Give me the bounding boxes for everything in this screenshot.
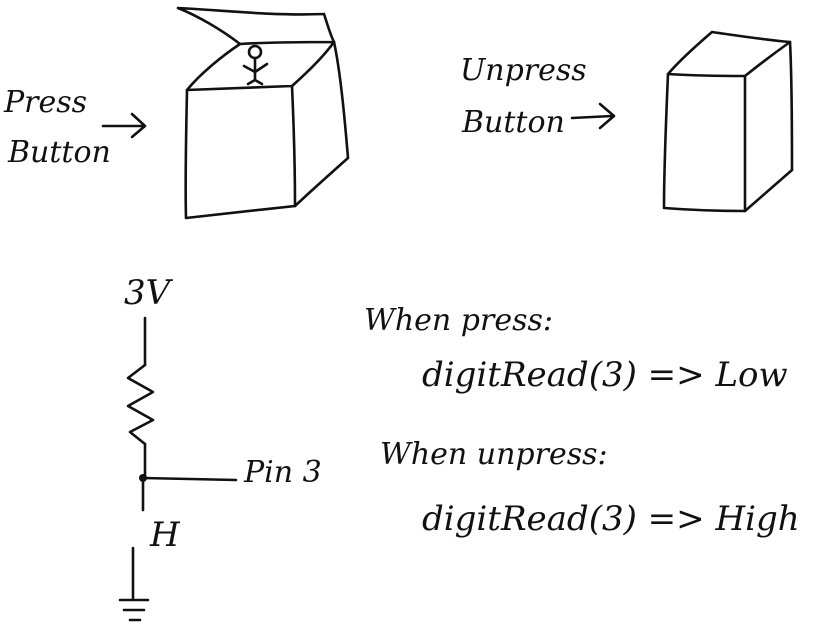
pin-label: Pin 3 [243,455,322,490]
pressed-box-front [184,84,297,220]
pressed-button-box [176,6,350,220]
unpressed-box-top [666,30,792,78]
pressed-box-side [293,40,350,208]
when-unpress-note: When unpress: [380,437,608,472]
switch-mark: H [149,515,181,555]
press-label-line2: Button [7,135,111,170]
voltage-label: 3V [124,273,174,313]
unpress-label-line1: Unpress [460,53,587,88]
unpressed-box-side [743,40,794,213]
unpress-arrow [570,102,616,130]
read-unpress-note: digitRead(3) => High [422,499,800,539]
circuit [118,316,238,622]
when-press-note: When press: [364,303,553,338]
pin-wire [141,476,238,482]
press-label-line1: Press [3,85,87,120]
pressed-box-lid [176,6,336,46]
unpress-label-line2: Button [461,105,565,140]
unpressed-box-front [662,72,747,213]
finger-press-icon [242,44,269,86]
read-press-note: digitRead(3) => Low [422,355,788,395]
ground-icon [118,598,150,622]
press-arrow [101,112,147,139]
resistor-symbol [126,363,155,446]
pressed-box-top [185,40,336,92]
unpressed-button-box [662,30,794,213]
